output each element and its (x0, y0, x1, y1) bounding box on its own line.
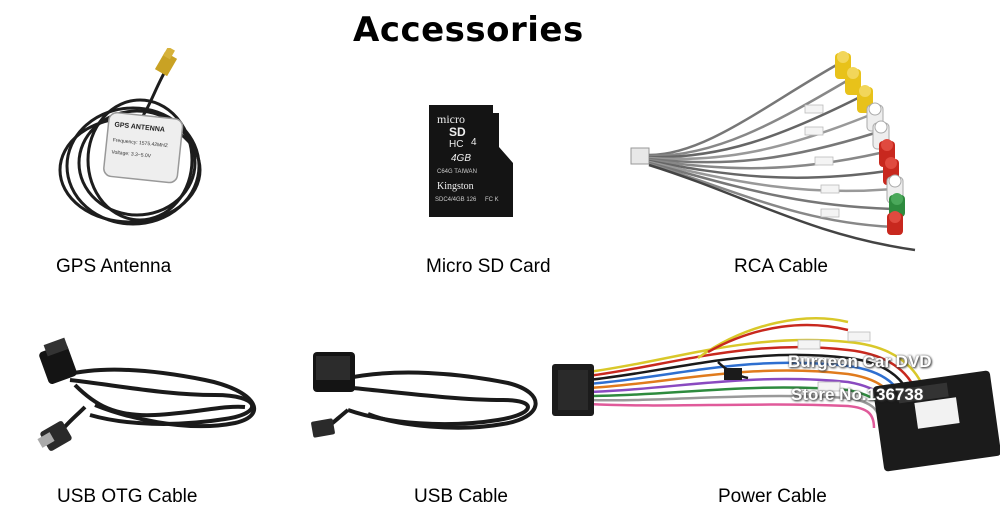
watermark-line-1: Burgeon Car DVD (788, 352, 932, 371)
sd-card-class: 4 (471, 137, 477, 148)
page-title: Accessories (353, 10, 584, 50)
sd-card-hc: HC (449, 139, 463, 150)
usb-otg-cable-image (37, 337, 257, 451)
rca-cable-image (630, 51, 916, 252)
usb-cable-label: USB Cable (414, 486, 508, 507)
rca-cable-label: RCA Cable (734, 256, 828, 277)
gps-antenna-label: GPS Antenna (56, 256, 172, 277)
sd-card-capacity: 4GB (451, 153, 471, 164)
micro-sd-card-label: Micro SD Card (426, 256, 551, 277)
power-cable-label: Power Cable (718, 486, 827, 507)
gps-antenna-image: GPS ANTENNA Frequency: 1575.42MHZ Voltag… (58, 48, 202, 226)
antenna-label-frequency: Frequency: 1575.42MHZ (112, 137, 168, 149)
sd-card-micro: micro (437, 112, 465, 126)
usb-cable-image (311, 352, 538, 438)
sd-card-sd: SD (449, 125, 466, 139)
antenna-label-voltage: Voltage: 3.3~5.0V (111, 149, 152, 159)
power-cable-image (552, 317, 1000, 472)
usb-otg-cable-label: USB OTG Cable (57, 486, 198, 507)
sd-card-brand: Kingston (437, 181, 474, 192)
watermark-line-2: Store No.136738 (791, 385, 924, 404)
sd-card-model: SDC4/4GB 126 (435, 197, 477, 203)
sd-card-origin: C64G TAIWAN (437, 169, 477, 175)
sd-card-marks: FC K (485, 197, 499, 203)
micro-sd-card-image: micro SD HC 4 4GB C64G TAIWAN Kingston S… (429, 105, 513, 217)
